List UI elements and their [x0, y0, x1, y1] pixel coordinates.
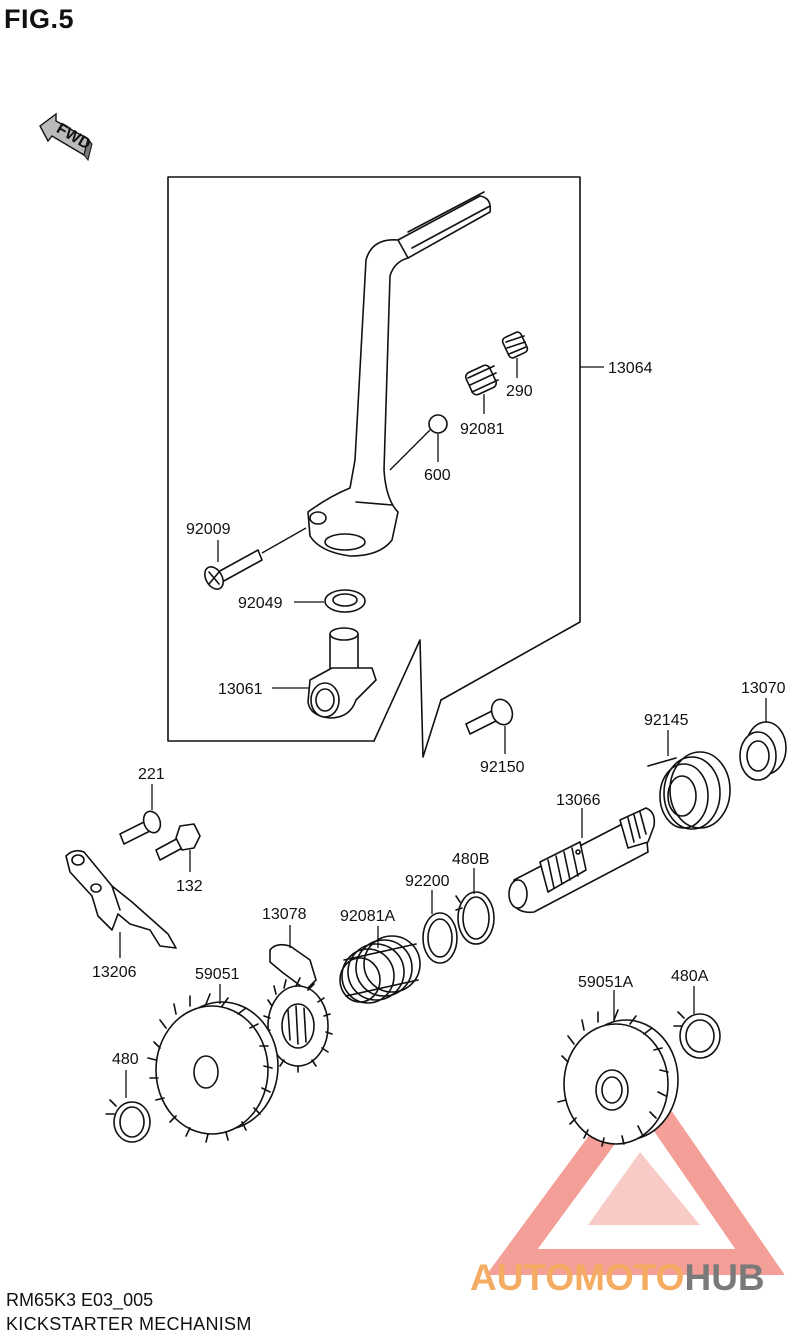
label-290: 290	[506, 383, 533, 400]
label-480B: 480B	[452, 851, 489, 868]
label-92200: 92200	[405, 873, 450, 890]
label-480A: 480A	[671, 968, 709, 985]
label-13206: 13206	[92, 964, 137, 981]
part-290-spring	[501, 331, 529, 378]
label-92049: 92049	[238, 595, 283, 612]
part-92200-washer	[422, 890, 458, 964]
label-59051A: 59051A	[578, 974, 633, 991]
kick-lever	[307, 191, 492, 557]
label-92081: 92081	[460, 421, 505, 438]
label-92145: 92145	[644, 712, 689, 729]
label-13070: 13070	[741, 680, 786, 697]
label-13061: 13061	[218, 681, 263, 698]
watermark-part1: AUTOMOTO	[470, 1257, 684, 1298]
watermark-text: AUTOMOTOHUB	[470, 1257, 765, 1298]
part-92009-bolt	[204, 527, 307, 590]
part-59051A-gear	[557, 990, 679, 1147]
part-13066-shaft	[508, 807, 656, 914]
part-13078-ratchet	[263, 925, 333, 1073]
label-13078: 13078	[262, 906, 307, 923]
kick-lever-group-outline	[167, 176, 604, 758]
label-59051: 59051	[195, 966, 240, 983]
diagram-code: RM65K3 E03_005	[6, 1290, 154, 1310]
label-13064: 13064	[608, 360, 653, 377]
label-92150: 92150	[480, 759, 525, 776]
label-221: 221	[138, 766, 165, 783]
label-132: 132	[176, 878, 203, 895]
part-480B-circlip	[455, 868, 495, 945]
label-92081A: 92081A	[340, 908, 395, 925]
part-480A-circlip	[673, 986, 721, 1059]
part-13206-plate	[65, 849, 177, 958]
part-13061-shaft	[272, 627, 377, 719]
figure-title: FIG.5	[4, 4, 75, 34]
diagram-title: KICKSTARTER MECHANISM	[6, 1314, 252, 1334]
part-221-screw	[119, 784, 162, 845]
part-92150-bolt	[465, 698, 514, 754]
label-13066: 13066	[556, 792, 601, 809]
part-600-ball	[389, 414, 448, 471]
watermark-logo	[486, 1065, 785, 1275]
part-92081A-spring	[339, 926, 421, 1004]
part-92081-spring	[464, 364, 499, 414]
part-13070-collar	[739, 698, 787, 781]
part-480-circlip	[105, 1070, 151, 1143]
part-132-bolt	[155, 823, 201, 872]
label-480: 480	[112, 1051, 139, 1068]
part-59051-gear	[147, 984, 279, 1143]
part-92145-spring	[647, 730, 731, 830]
fwd-arrow-icon: FWD	[39, 112, 93, 162]
label-92009: 92009	[186, 521, 231, 538]
label-600: 600	[424, 467, 451, 484]
part-92049-washer	[294, 589, 366, 613]
watermark-part2: HUB	[684, 1257, 764, 1298]
